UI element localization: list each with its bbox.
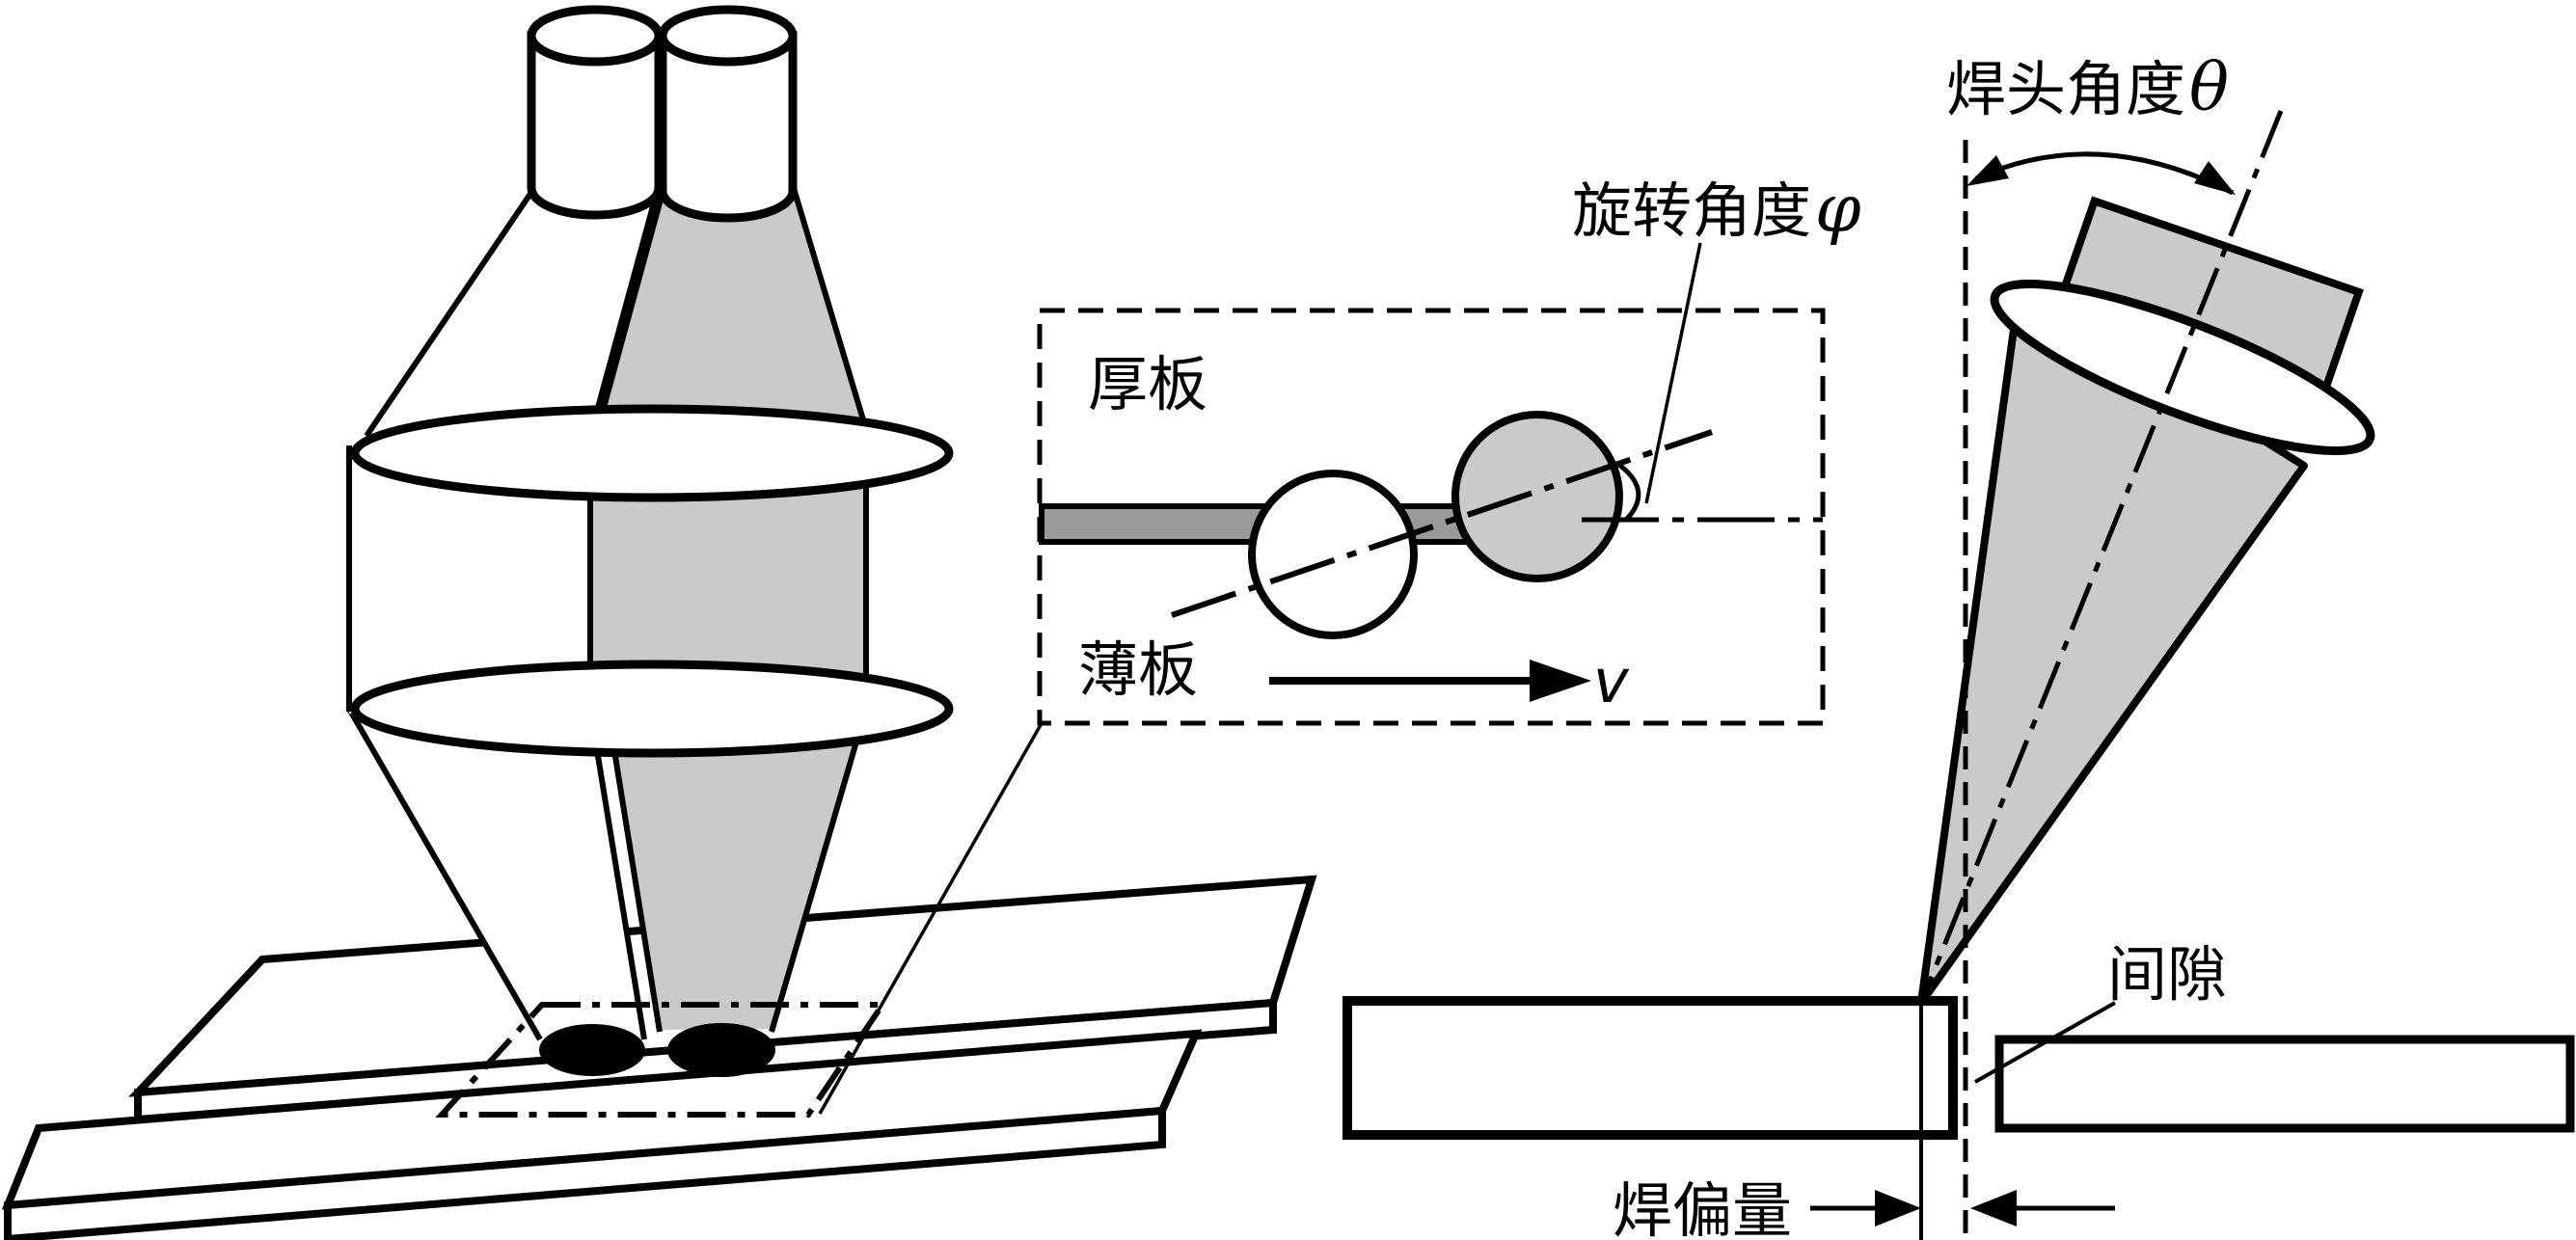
gap-label: 间隙 <box>2107 939 2227 1010</box>
white-beam-edge <box>346 707 543 1041</box>
laser-cylinder-left <box>527 31 664 220</box>
butt-plate-right <box>1994 1035 2575 1133</box>
laser-spot-left <box>539 1024 645 1076</box>
laser-cylinder-right-top <box>658 5 798 67</box>
rotation-angle-text: 旋转角度 <box>1572 175 1811 246</box>
thick-plate-label: 厚板 <box>1088 349 1207 419</box>
head-angle-text: 焊头角度 <box>1946 54 2185 124</box>
upper-lens <box>350 404 954 502</box>
welding-head-lens <box>1990 280 2375 455</box>
velocity-arrow-head <box>1530 660 1591 702</box>
arc-arrowhead-left <box>1966 155 2009 186</box>
rotation-angle-leader <box>1644 242 1702 504</box>
welding-head-diagram: 焊头角度θ 间隙 焊偏量 <box>1342 50 2575 1240</box>
dual-beam-optics <box>1 5 1317 1240</box>
head-angle-symbol: θ <box>2189 50 2229 126</box>
rotation-angle-label: 旋转角度φ <box>1572 172 1861 248</box>
gray-beam-upper <box>596 185 868 439</box>
gray-beam-edge <box>593 184 667 437</box>
offset-arrowhead-left <box>1875 1190 1921 1227</box>
laser-spot-right <box>667 1023 775 1077</box>
head-axis-line <box>1918 110 2284 1004</box>
weld-offset-label: 焊偏量 <box>1613 1175 1792 1240</box>
head-angle-label: 焊头角度θ <box>1946 50 2229 126</box>
butt-plate-left <box>1342 996 1958 1140</box>
spot-arrangement-inset: 厚板 薄板 旋转角度φ v <box>1037 172 1861 726</box>
gray-beam-edge <box>790 184 871 437</box>
arc-arrowhead-right <box>2194 161 2236 195</box>
laser-cylinder-right <box>658 31 798 223</box>
white-beam-edge <box>587 708 647 1040</box>
velocity-symbol: v <box>1593 646 1630 716</box>
seam-region-marker <box>435 1002 888 1118</box>
spot-circle-white <box>1248 470 1418 639</box>
spot-axis-line <box>1171 429 1713 618</box>
thin-plate-edge-face <box>4 1106 1166 1240</box>
head-angle-arc <box>1974 151 2235 196</box>
rotation-angle-arc <box>1614 460 1641 522</box>
rotation-angle-symbol: φ <box>1815 172 1861 248</box>
laser-cylinder-left-top <box>527 5 664 67</box>
white-beam-edge <box>364 183 539 438</box>
gray-beam-focusing <box>608 702 866 1030</box>
thin-plate-label: 薄板 <box>1078 634 1198 705</box>
gray-beam-edge <box>605 708 663 1033</box>
lower-lens <box>350 660 954 758</box>
gray-beam-collimated <box>590 444 866 714</box>
offset-arrowhead-right <box>1970 1190 2017 1227</box>
white-beam-upper <box>366 185 659 439</box>
white-beam-collimated <box>349 444 590 714</box>
spot-circle-gray <box>1451 411 1623 582</box>
gray-beam-edge <box>769 708 869 1033</box>
white-beam-edge <box>587 184 662 437</box>
inset-callout-leader <box>818 722 1044 1115</box>
white-beam-focusing <box>349 702 644 1037</box>
gap-leader <box>1974 1001 2116 1084</box>
